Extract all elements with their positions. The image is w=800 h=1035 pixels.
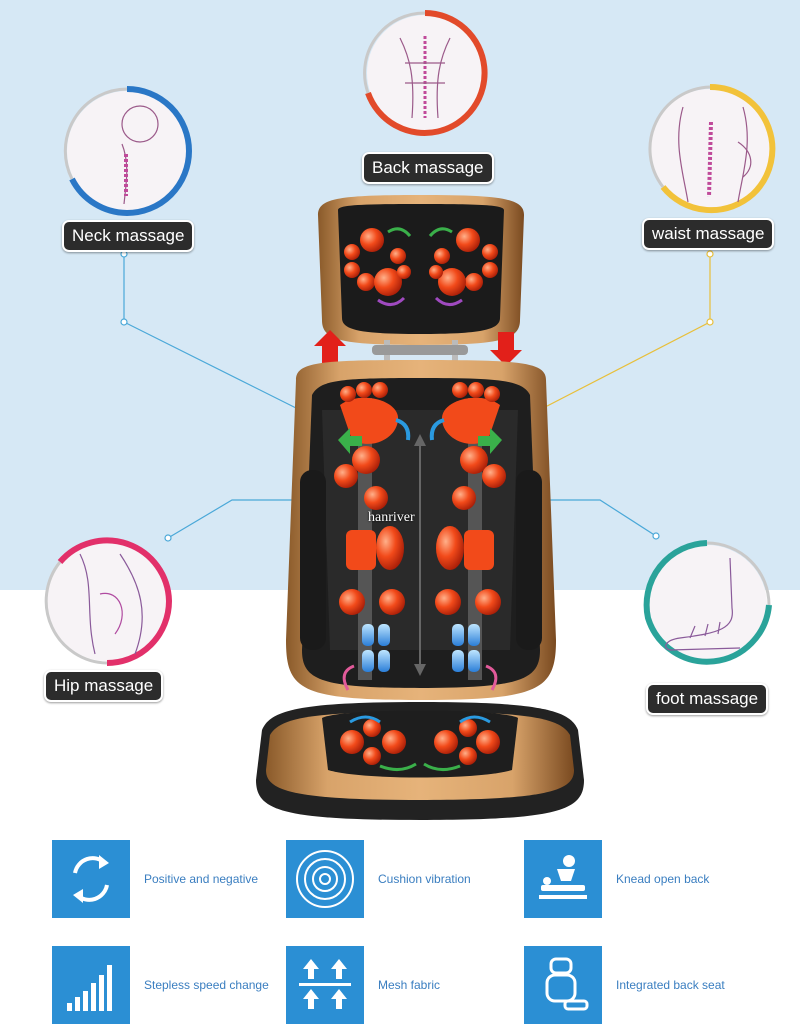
neck-illustration-icon xyxy=(121,105,159,205)
waist-connector-dot xyxy=(706,250,714,258)
neck-massage-label: Neck massage xyxy=(62,220,195,252)
rotate-arrows-icon xyxy=(52,840,130,918)
back-massage-label: Back massage xyxy=(362,152,494,184)
feature-integrated-back-seat: Integrated back seat xyxy=(524,946,725,1024)
headrest xyxy=(318,195,524,366)
feature-stepless-speed: Stepless speed change xyxy=(52,946,269,1024)
feature-label: Mesh fabric xyxy=(378,978,441,992)
hip-ring xyxy=(44,537,173,666)
chair-seat-icon xyxy=(524,946,602,1024)
waist-ring xyxy=(648,83,776,214)
feature-label: Knead open back xyxy=(616,872,710,886)
hip-massage-label: Hip massage xyxy=(44,670,164,702)
backrest-rollers xyxy=(334,382,506,680)
feature-cushion-vibration: Cushion vibration xyxy=(286,840,471,918)
back-ring xyxy=(363,10,488,136)
feature-label: Integrated back seat xyxy=(616,978,725,992)
neck-ring xyxy=(63,86,193,217)
neck-connector-dot xyxy=(120,318,128,326)
mesh-arrows-icon xyxy=(286,946,364,1024)
vibration-rings-icon xyxy=(286,840,364,918)
headrest-rollers xyxy=(344,227,498,306)
foot-illustration-icon xyxy=(665,557,741,651)
hip-connector xyxy=(167,499,310,539)
waist-connector-dot xyxy=(706,318,714,326)
feature-knead-open-back: Knead open back xyxy=(524,840,709,918)
hip-illustration-icon xyxy=(79,553,143,655)
backrest xyxy=(286,360,556,700)
speed-bars-icon xyxy=(52,946,130,1024)
foot-massage-label: foot massage xyxy=(646,683,769,715)
foot-ring xyxy=(643,540,772,665)
hip-connector-dot xyxy=(164,534,172,542)
feature-label: Stepless speed change xyxy=(144,978,269,992)
feature-positive-negative: Positive and negative xyxy=(52,840,258,918)
foot-connector xyxy=(540,499,657,537)
massage-person-icon xyxy=(524,840,602,918)
arrow-up-icon xyxy=(314,330,346,366)
foot-connector-dot xyxy=(652,532,660,540)
feature-label: Positive and negative xyxy=(144,872,259,886)
spine-illustration-icon xyxy=(399,36,451,119)
arrow-down-icon xyxy=(490,332,522,366)
feature-mesh-fabric: Mesh fabric xyxy=(286,946,440,1024)
waist-massage-label: waist massage xyxy=(642,218,775,250)
seat-cushion xyxy=(256,664,584,820)
feature-label: Cushion vibration xyxy=(378,872,471,886)
watermark-text: hanriver xyxy=(368,510,415,525)
waist-illustration-icon xyxy=(678,106,752,203)
